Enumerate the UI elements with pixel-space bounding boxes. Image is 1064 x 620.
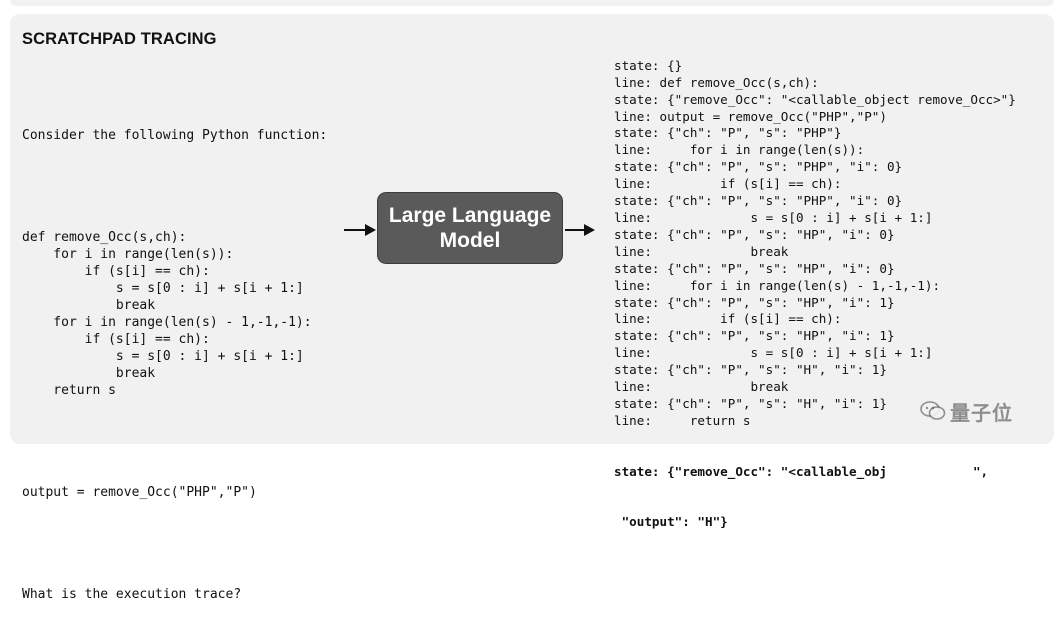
prompt-text: Consider the following Python function: …: [22, 93, 327, 620]
execution-trace: state: {}line: def remove_Occ(s,ch):stat…: [614, 24, 1016, 548]
code-line: for i in range(len(s)):: [22, 247, 234, 262]
trace-line: state: {"ch": "P", "s": "HP", "i": 0}: [614, 260, 895, 276]
trace-line: line: return s: [614, 412, 751, 428]
figure-title: SCRATCHPAD TRACING: [22, 30, 217, 48]
wechat-icon: [920, 401, 946, 420]
trace-line: state: {"remove_Occ": "<callable_object …: [614, 91, 1016, 107]
llm-label: Large Language Model: [388, 204, 552, 252]
trace-line: state: {"ch": "P", "s": "PHP", "i": 0}: [614, 193, 903, 209]
prompt-intro: Consider the following Python function:: [22, 128, 328, 143]
code-line: def remove_Occ(s,ch):: [22, 230, 187, 245]
trace-line: state: {"ch": "P", "s": "HP", "i": 1}: [614, 294, 895, 310]
code-line: s = s[0 : i] + s[i + 1:]: [22, 349, 304, 364]
input-arrow: [344, 223, 376, 237]
trace-line: state: {"ch": "P", "s": "HP", "i": 0}: [614, 226, 895, 242]
watermark-text: 量子位: [950, 400, 1013, 425]
trace-lines: state: {}line: def remove_Occ(s,ch):stat…: [614, 58, 1016, 430]
trace-line: line: s = s[0 : i] + s[i + 1:]: [614, 345, 933, 361]
trace-line: line: for i in range(len(s)):: [614, 142, 865, 158]
trace-line: line: break: [614, 243, 789, 259]
trace-line: state: {"ch": "P", "s": "PHP", "i": 0}: [614, 159, 903, 175]
trace-line: line: break: [614, 379, 789, 395]
trace-line: line: def remove_Occ(s,ch):: [614, 74, 819, 90]
code-line: if (s[i] == ch):: [22, 332, 210, 347]
code-line: break: [22, 298, 156, 313]
question-line: What is the execution trace?: [22, 587, 242, 602]
top-panel-edge: [10, 0, 1054, 6]
code-line: if (s[i] == ch):: [22, 264, 210, 279]
trace-final-state: state: {"remove_Occ": "<callable_obj ",: [614, 464, 1016, 481]
llm-box: Large Language Model: [377, 192, 563, 264]
trace-line: state: {"ch": "P", "s": "H", "i": 1}: [614, 362, 887, 378]
trace-final-tail: ",: [972, 463, 989, 479]
trace-line: state: {"ch": "P", "s": "PHP"}: [614, 125, 842, 141]
code-block: def remove_Occ(s,ch): for i in range(len…: [22, 229, 327, 399]
function-call-line: output = remove_Occ("PHP","P"): [22, 485, 257, 500]
trace-line: line: for i in range(len(s) - 1,-1,-1):: [614, 277, 941, 293]
code-line: return s: [22, 383, 116, 398]
trace-line: state: {}: [614, 57, 683, 73]
trace-line: line: output = remove_Occ("PHP","P"): [614, 108, 887, 124]
trace-line: line: s = s[0 : i] + s[i + 1:]: [614, 209, 933, 225]
code-line: s = s[0 : i] + s[i + 1:]: [22, 281, 304, 296]
trace-final-line-2: "output": "H"}: [614, 514, 728, 530]
code-line: break: [22, 366, 156, 381]
trace-line: state: {"ch": "P", "s": "HP", "i": 1}: [614, 328, 895, 344]
watermark: 量子位: [920, 398, 1013, 425]
code-line: for i in range(len(s) - 1,-1,-1):: [22, 315, 312, 330]
output-arrow: [565, 223, 595, 237]
trace-line: line: if (s[i] == ch):: [614, 311, 842, 327]
trace-line: state: {"ch": "P", "s": "H", "i": 1}: [614, 395, 887, 411]
trace-final-line-1: state: {"remove_Occ": "<callable_obj: [614, 463, 887, 479]
trace-line: line: if (s[i] == ch):: [614, 176, 842, 192]
